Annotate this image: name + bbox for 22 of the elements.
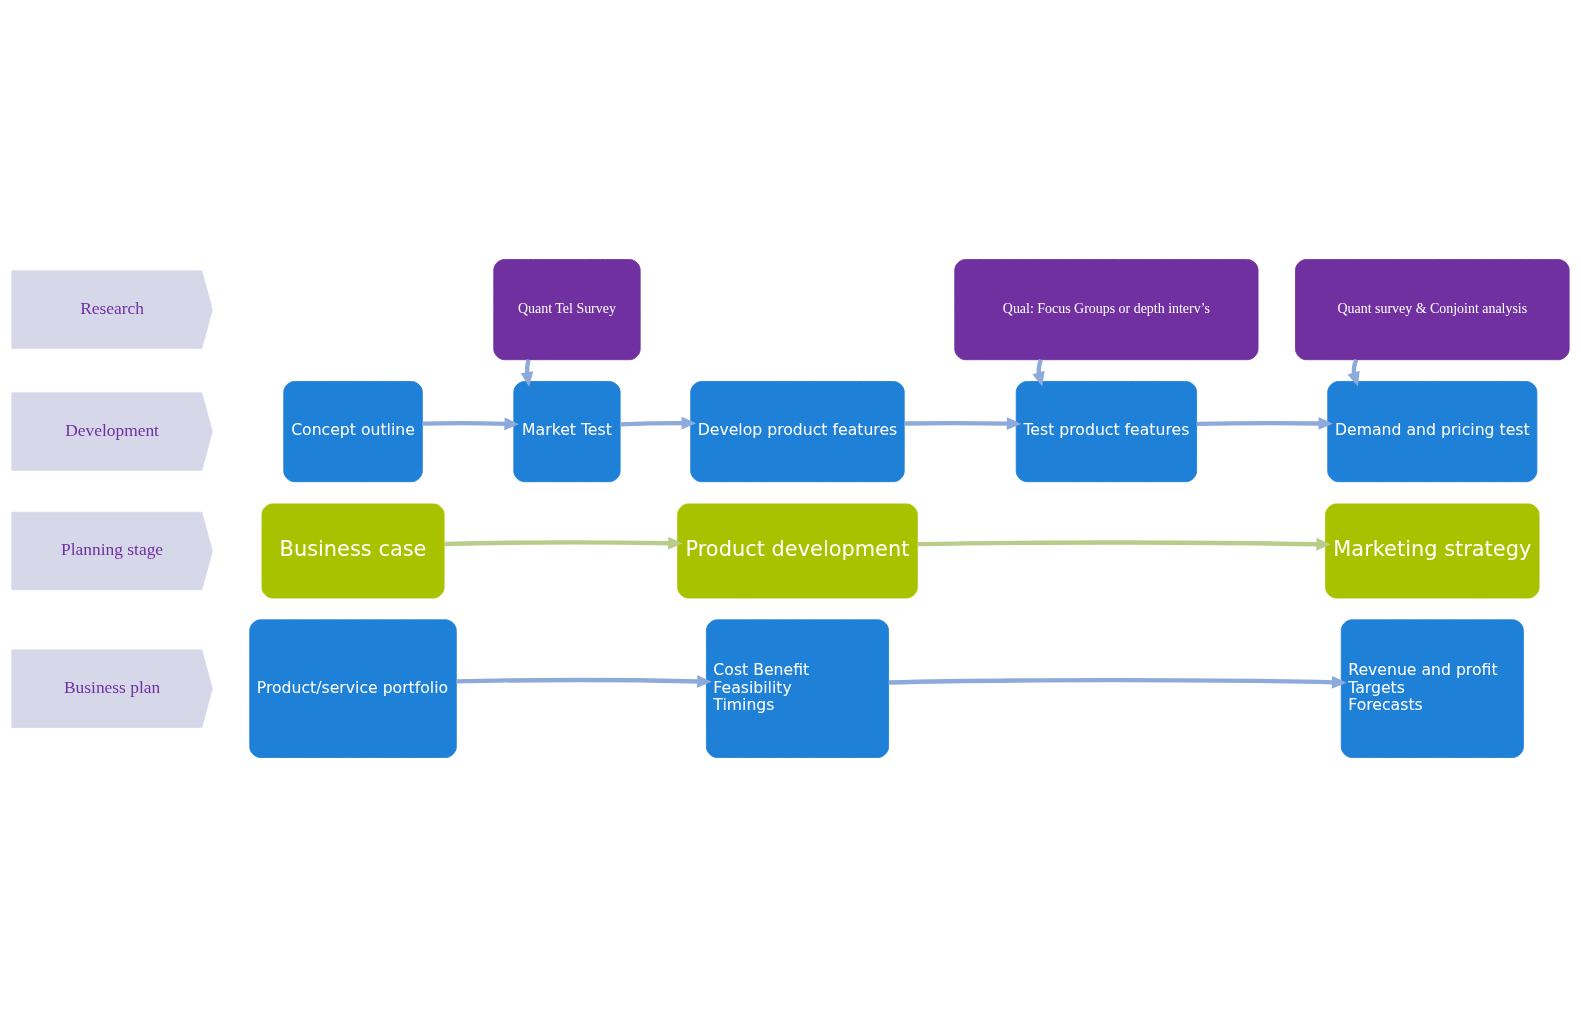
node-box: Test product features xyxy=(1015,381,1198,483)
arrow xyxy=(456,675,712,688)
arrow xyxy=(904,417,1022,430)
node-box: Demand and pricing test xyxy=(1327,381,1538,483)
arrow xyxy=(444,536,683,550)
node-box: Business case xyxy=(261,503,445,599)
node-box: Revenue and profit Targets Forecasts xyxy=(1340,619,1524,758)
node-box: Quant survey & Conjoint analysis xyxy=(1295,259,1570,361)
node-box: Market Test xyxy=(513,381,621,483)
arrow xyxy=(1196,417,1334,430)
node-box: Cost Benefit Feasibility Timings xyxy=(705,619,889,758)
node-box: Product development xyxy=(677,503,918,599)
node-box: Develop product features xyxy=(690,381,905,483)
arrow xyxy=(888,675,1347,689)
node-box: Product/service portfolio xyxy=(249,619,457,758)
arrow xyxy=(917,537,1331,551)
arrow xyxy=(422,417,519,431)
node-box: Concept outline xyxy=(283,381,423,483)
node-box: Qual: Focus Groups or depth interv’s xyxy=(954,259,1259,361)
node-box: Quant Tel Survey xyxy=(493,259,641,361)
node-box: Marketing strategy xyxy=(1325,503,1540,599)
arrow xyxy=(620,416,697,430)
